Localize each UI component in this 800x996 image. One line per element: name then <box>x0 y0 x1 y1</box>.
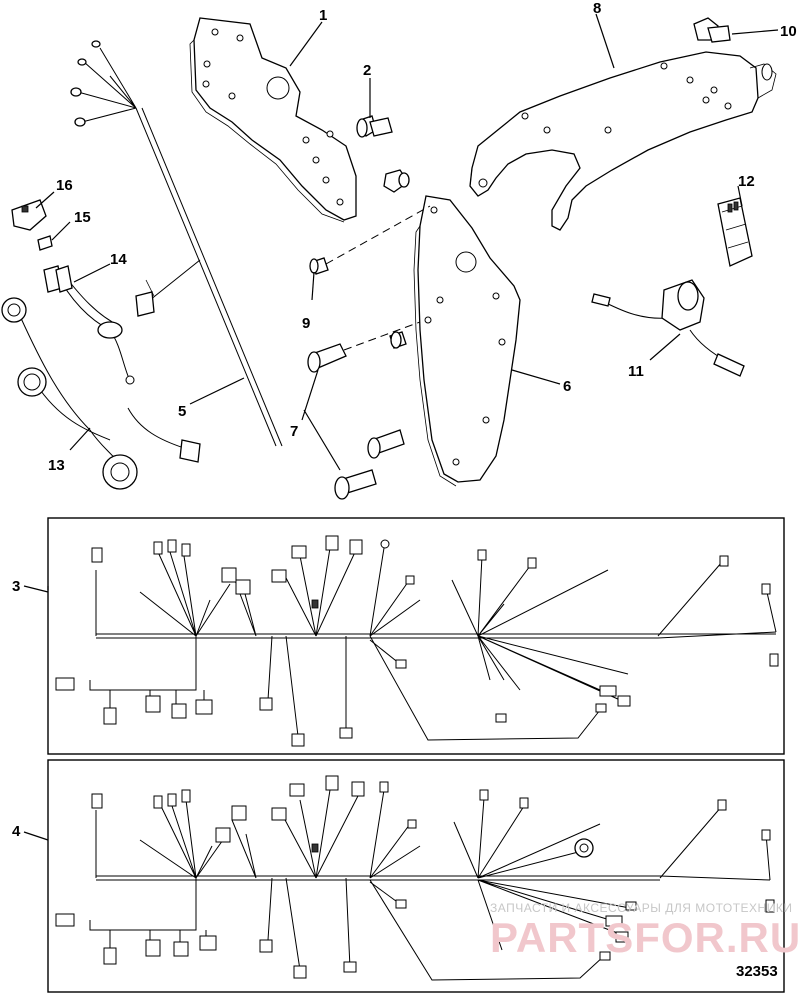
leader-lines <box>23 13 779 841</box>
part-13-harness <box>1 297 138 490</box>
part-12-connector <box>717 197 753 267</box>
callout-11: 11 <box>628 363 644 380</box>
part-16-connector <box>11 199 47 231</box>
callout-6: 6 <box>563 378 571 395</box>
watermark-logo: PARTSFOR.RU <box>490 914 800 961</box>
callout-2: 2 <box>363 62 371 79</box>
part-9-screw <box>309 205 431 275</box>
part-1-bracket <box>189 17 357 223</box>
drawing-number: 32353 <box>736 963 778 980</box>
callout-7: 7 <box>290 423 298 440</box>
part-2-bolt <box>356 115 393 138</box>
part-15-terminal <box>37 235 53 251</box>
harness-panel-4 <box>47 759 785 993</box>
nut <box>383 169 410 193</box>
callout-labels: 1 2 3 4 5 6 7 8 9 10 11 12 13 14 15 16 <box>12 0 797 840</box>
part-14-harness <box>43 265 201 463</box>
part-7-bolts <box>307 321 421 500</box>
part-11-sensor <box>591 279 745 377</box>
callout-1: 1 <box>319 7 327 24</box>
harness-panel-3 <box>47 517 785 755</box>
callout-4: 4 <box>12 823 21 840</box>
callout-14: 14 <box>110 251 127 268</box>
callout-8: 8 <box>593 0 601 17</box>
callout-3: 3 <box>12 578 20 595</box>
callout-16: 16 <box>56 177 73 194</box>
part-10-fastener <box>693 17 731 43</box>
callout-13: 13 <box>48 457 65 474</box>
callout-9: 9 <box>302 315 310 332</box>
part-8-bracket <box>469 51 777 231</box>
callout-12: 12 <box>738 173 755 190</box>
callout-5: 5 <box>178 403 186 420</box>
callout-15: 15 <box>74 209 91 226</box>
part-6-plate <box>413 195 521 487</box>
part-5-harness <box>70 40 283 447</box>
watermark: ЗАПЧАСТИ И АКСЕССУАРЫ ДЛЯ МОТОТЕХНИКИ PA… <box>490 901 800 961</box>
callout-10: 10 <box>780 23 797 40</box>
watermark-tagline: ЗАПЧАСТИ И АКСЕССУАРЫ ДЛЯ МОТОТЕХНИКИ <box>490 901 792 915</box>
